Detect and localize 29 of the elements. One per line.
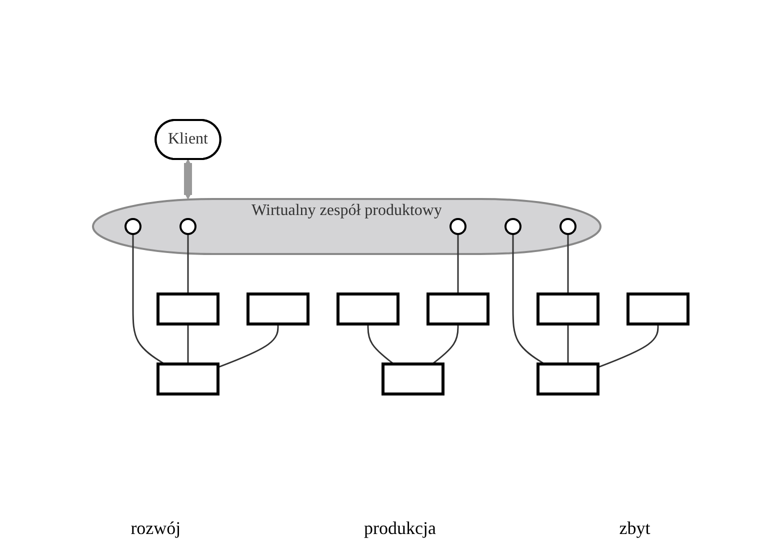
- connector: [598, 324, 659, 368]
- node-circle: [560, 218, 576, 235]
- arrow: [184, 159, 192, 200]
- connector: [432, 324, 459, 365]
- connector: [132, 234, 165, 365]
- node-circle: [504, 218, 522, 235]
- node-box: [426, 292, 490, 326]
- node-circle: [450, 218, 466, 235]
- node-box: [156, 362, 220, 396]
- node-box: [536, 362, 600, 396]
- node-box: [626, 292, 690, 326]
- connector: [187, 324, 189, 364]
- node-box: [336, 292, 400, 326]
- node-circle: [180, 218, 196, 235]
- connector: [567, 234, 569, 294]
- group-label: zbyt: [619, 518, 650, 539]
- connector: [187, 234, 189, 294]
- connector: [567, 324, 569, 364]
- connector: [367, 324, 394, 365]
- connector: [218, 324, 279, 368]
- connector: [512, 234, 545, 365]
- group-label: rozwój: [130, 518, 181, 539]
- node-box: [246, 292, 310, 326]
- connector: [457, 234, 459, 294]
- node-box: [156, 292, 220, 326]
- group-label: produkcja: [364, 518, 436, 539]
- node-box: [382, 362, 444, 396]
- node-circle: [124, 218, 142, 235]
- node-box: [536, 292, 600, 326]
